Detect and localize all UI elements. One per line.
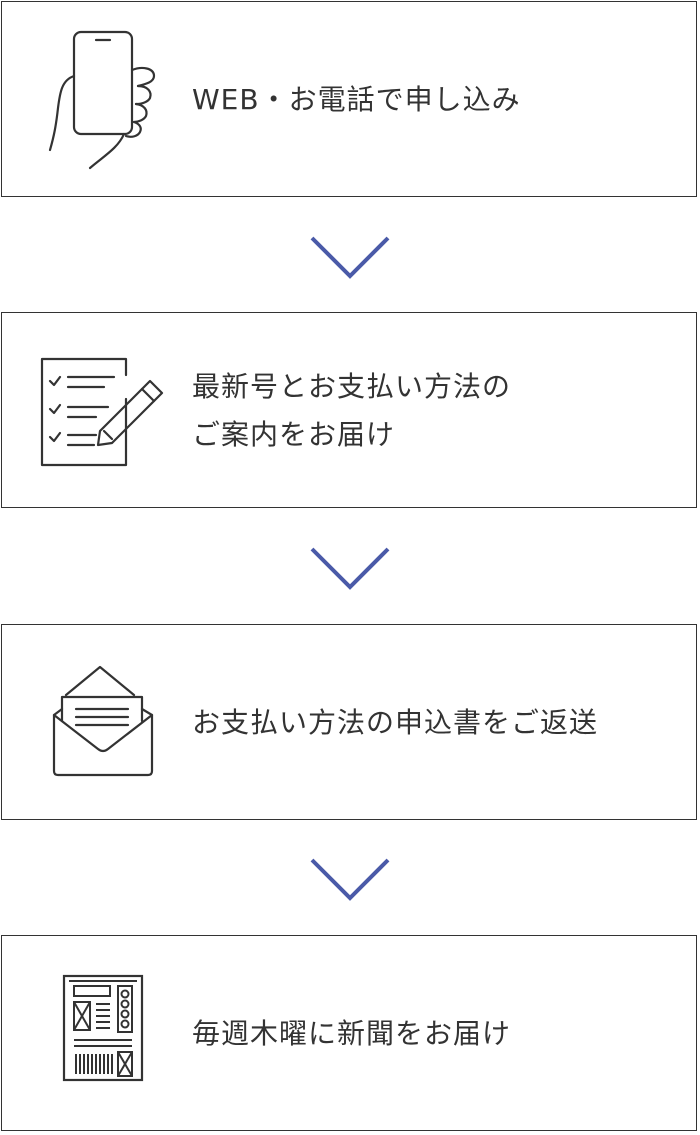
step-label: 毎週木曜に新聞をお届け: [192, 1017, 512, 1050]
step-text: お支払い方法の申込書をご返送: [192, 625, 598, 821]
step-text: 最新号とお支払い方法の ご案内をお届け: [192, 313, 511, 509]
smartphone-in-hand-icon: [38, 30, 168, 170]
step-return: お支払い方法の申込書をご返送: [1, 624, 697, 820]
step-label-line-2: ご案内をお届け: [192, 418, 396, 451]
envelope-with-letter-icon: [38, 653, 168, 793]
step-apply: WEB・お電話で申し込み: [1, 1, 697, 197]
chevron-down-icon: [310, 858, 390, 901]
step-text: WEB・お電話で申し込み: [192, 2, 521, 198]
chevron-down-icon: [310, 547, 390, 590]
step-guide: 最新号とお支払い方法の ご案内をお届け: [1, 312, 697, 508]
step-text: 毎週木曜に新聞をお届け: [192, 936, 511, 1132]
chevron-down-icon: [310, 236, 390, 279]
newspaper-icon: [38, 964, 168, 1104]
step-label: WEB・お電話で申し込み: [192, 83, 521, 116]
step-label: お支払い方法の申込書をご返送: [192, 706, 599, 739]
step-label-line-1: 最新号とお支払い方法の: [192, 370, 512, 403]
step-deliver: 毎週木曜に新聞をお届け: [1, 935, 697, 1131]
checklist-with-pen-icon: [38, 341, 168, 481]
